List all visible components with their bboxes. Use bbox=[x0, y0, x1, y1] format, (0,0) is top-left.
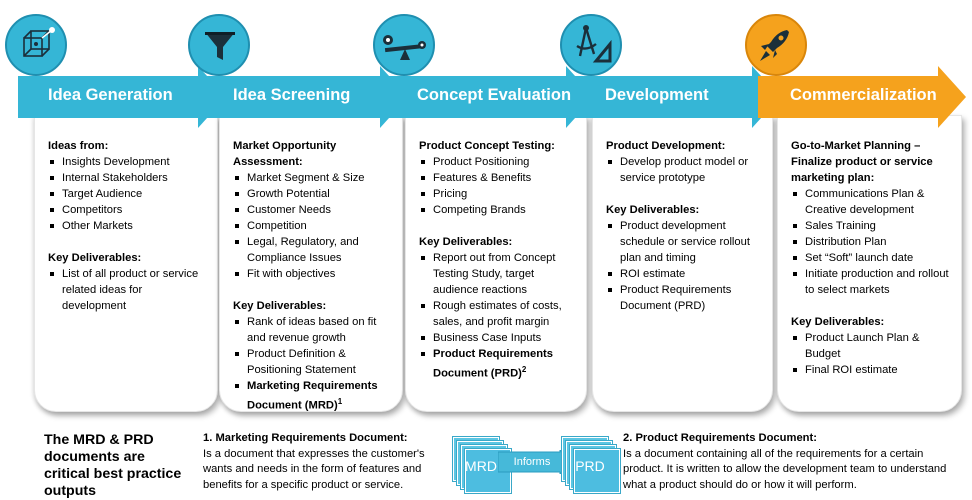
bullet-list: Communications Plan & Creative developme… bbox=[791, 186, 952, 298]
bullet-item: Legal, Regulatory, and Compliance Issues bbox=[233, 234, 393, 266]
block-heading: Product Development: bbox=[606, 140, 726, 152]
bullet-item: Other Markets bbox=[48, 218, 208, 234]
block-heading: Ideas from: bbox=[48, 140, 109, 152]
bullet-item: Internal Stakeholders bbox=[48, 170, 208, 186]
cube-icon bbox=[5, 14, 67, 76]
bullet-item: Fit with objectives bbox=[233, 266, 393, 282]
bullet-item: Product development schedule or service … bbox=[606, 218, 763, 266]
bullet-item: Target Audience bbox=[48, 186, 208, 202]
prd-definition-heading: 2. Product Requirements Document: bbox=[623, 432, 817, 444]
block-heading: Key Deliverables: bbox=[606, 204, 700, 216]
bullet-item: Final ROI estimate bbox=[791, 362, 952, 378]
bullet-item: Set “Soft” launch date bbox=[791, 250, 952, 266]
stage-arrow bbox=[386, 66, 594, 128]
block-heading: Go-to-Market Planning – Finalize product… bbox=[791, 140, 933, 184]
mrd-label: MRD bbox=[465, 458, 497, 474]
stage-title: Commercialization bbox=[790, 86, 937, 104]
stage-box bbox=[592, 115, 773, 412]
bullet-item: Sales Training bbox=[791, 218, 952, 234]
bullet-list: Develop product model or service prototy… bbox=[606, 154, 763, 186]
stage-title: Development bbox=[605, 86, 709, 104]
balance-scale-icon bbox=[373, 14, 435, 76]
bullet-item: Competing Brands bbox=[419, 202, 577, 218]
bullet-list: Report out from Concept Testing Study, t… bbox=[419, 250, 577, 382]
bullet-item: Business Case Inputs bbox=[419, 330, 577, 346]
bullet-item: List of all product or service related i… bbox=[48, 266, 208, 314]
footnote-marker: 2 bbox=[521, 365, 527, 374]
bullet-item: Product Requirements Document (PRD)2 bbox=[419, 346, 577, 382]
bullet-list: List of all product or service related i… bbox=[48, 266, 208, 314]
mrd-definition-text: Is a document that expresses the custome… bbox=[203, 447, 425, 491]
mrd-document-stack-icon: MRD bbox=[453, 437, 513, 493]
bullet-item: Report out from Concept Testing Study, t… bbox=[419, 250, 577, 298]
bullet-item: Initiate production and rollout to selec… bbox=[791, 266, 952, 298]
bullet-list: Product development schedule or service … bbox=[606, 218, 763, 314]
bullet-item: Customer Needs bbox=[233, 202, 393, 218]
block-heading: Key Deliverables: bbox=[233, 300, 327, 312]
bullet-item: Communications Plan & Creative developme… bbox=[791, 186, 952, 218]
mrd-definition: 1. Marketing Requirements Document: Is a… bbox=[203, 431, 448, 493]
stage-arrow bbox=[18, 66, 226, 128]
prd-document-stack-icon: PRD bbox=[562, 437, 622, 493]
funnel-icon bbox=[188, 14, 250, 76]
stage-box bbox=[405, 115, 587, 412]
rocket-icon bbox=[745, 14, 807, 76]
bullet-item: Competitors bbox=[48, 202, 208, 218]
drafting-tools-icon bbox=[560, 14, 622, 76]
stage-box bbox=[777, 115, 962, 412]
bullet-item: Distribution Plan bbox=[791, 234, 952, 250]
stage-title: Idea Screening bbox=[233, 86, 351, 104]
informs-label: Informs bbox=[513, 456, 551, 468]
bullet-item: Market Segment & Size bbox=[233, 170, 393, 186]
stage-content: Product Development: Develop product mode… bbox=[606, 138, 763, 314]
stage-arrow bbox=[200, 66, 408, 128]
bullet-item: Competition bbox=[233, 218, 393, 234]
prd-definition-text: Is a document containing all of the requ… bbox=[623, 447, 947, 491]
bullet-item: Product Requirements Document (PRD) bbox=[606, 282, 763, 314]
mrd-definition-heading: 1. Marketing Requirements Document: bbox=[203, 432, 408, 444]
bullet-item: Rough estimates of costs, sales, and pro… bbox=[419, 298, 577, 330]
bullet-item: Rank of ideas based on fit and revenue g… bbox=[233, 314, 393, 346]
prd-definition: 2. Product Requirements Document: Is a d… bbox=[623, 431, 953, 493]
block-heading: Key Deliverables: bbox=[791, 316, 885, 328]
bullet-item: Marketing Requirements Document (MRD)1 bbox=[233, 378, 393, 414]
bullet-item: ROI estimate bbox=[606, 266, 763, 282]
block-heading: Key Deliverables: bbox=[419, 236, 513, 248]
stage-content: Product Concept Testing: Product Position… bbox=[419, 138, 577, 382]
bullet-item: Product Positioning bbox=[419, 154, 577, 170]
bullet-item: Growth Potential bbox=[233, 186, 393, 202]
stage-title: Idea Generation bbox=[48, 86, 173, 104]
bullet-item: Product Launch Plan & Budget bbox=[791, 330, 952, 362]
prd-label: PRD bbox=[575, 458, 605, 474]
stage-content: Go-to-Market Planning – Finalize product… bbox=[791, 138, 952, 378]
footer-title: The MRD & PRD documents are critical bes… bbox=[44, 432, 182, 499]
stage-arrow bbox=[572, 66, 780, 128]
stage-box bbox=[34, 115, 218, 412]
stage-arrow bbox=[758, 66, 966, 128]
block-heading: Product Concept Testing: bbox=[419, 140, 555, 152]
footnote-marker: 1 bbox=[337, 397, 343, 406]
stage-title: Concept Evaluation bbox=[417, 86, 572, 104]
block-heading: Market Opportunity Assessment: bbox=[233, 140, 337, 168]
block-heading: Key Deliverables: bbox=[48, 252, 142, 264]
bullet-item: Develop product model or service prototy… bbox=[606, 154, 763, 186]
bullet-item: Features & Benefits bbox=[419, 170, 577, 186]
bullet-item: Insights Development bbox=[48, 154, 208, 170]
bullet-item: Pricing bbox=[419, 186, 577, 202]
bullet-item: Product Definition & Positioning Stateme… bbox=[233, 346, 393, 378]
bullet-list: Rank of ideas based on fit and revenue g… bbox=[233, 314, 393, 414]
stage-content: Market Opportunity Assessment:Market Seg… bbox=[233, 138, 393, 414]
